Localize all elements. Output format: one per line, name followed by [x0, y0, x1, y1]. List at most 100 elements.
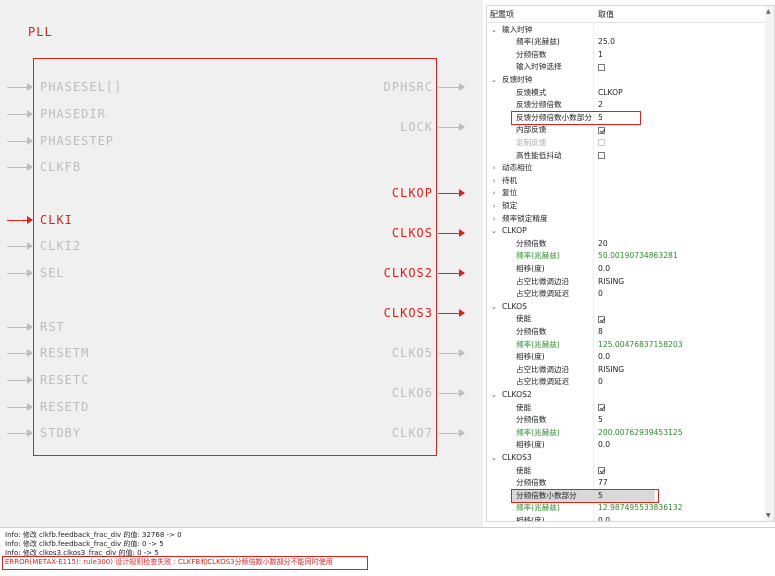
output-port-clko6[interactable]: CLKO6 [391, 386, 433, 400]
property-value[interactable]: 0 [598, 289, 603, 299]
pll-block[interactable] [33, 58, 437, 456]
property-value[interactable]: 0 [598, 377, 603, 387]
checkbox[interactable] [598, 404, 605, 411]
output-port-clko5[interactable]: CLKO5 [391, 346, 433, 360]
input-port-rst[interactable]: RST [40, 320, 65, 334]
output-port-lock[interactable]: LOCK [400, 120, 433, 134]
property-group[interactable]: ›锁定 [487, 200, 766, 213]
property-value[interactable]: CLKOP [598, 87, 623, 97]
input-port-stdby[interactable]: STDBY [40, 426, 82, 440]
chevron-down-icon[interactable]: ⌄ [491, 390, 497, 399]
input-port-resetc[interactable]: RESETC [40, 373, 90, 387]
property-group[interactable]: ⌄CLKOS [487, 301, 766, 314]
property-row[interactable]: 频率(兆赫兹)25.0 [487, 36, 766, 49]
chevron-right-icon[interactable]: › [492, 164, 496, 173]
property-group[interactable]: ›频率锁定精度 [487, 213, 766, 226]
checkbox[interactable] [598, 126, 605, 134]
property-value[interactable]: 125.00476837158203 [598, 339, 683, 349]
property-group[interactable]: ›复位 [487, 187, 766, 200]
chevron-right-icon[interactable]: › [492, 201, 496, 210]
property-value[interactable]: RISING [598, 276, 625, 286]
property-row[interactable]: 频率(兆赫兹)125.00476837158203 [487, 339, 766, 352]
property-value[interactable]: 0.0 [598, 352, 611, 362]
property-row[interactable]: 相移(度)0.0 [487, 439, 766, 452]
property-value[interactable]: 200.00762939453125 [598, 427, 683, 437]
property-value[interactable]: 0.0 [598, 515, 611, 522]
property-value[interactable]: 77 [598, 478, 608, 488]
chevron-down-icon[interactable]: ⌄ [491, 302, 497, 311]
chevron-down-icon[interactable]: ⌄ [491, 227, 497, 236]
property-row[interactable]: 使能 [487, 465, 766, 478]
property-value[interactable]: 12.987495533836132 [598, 503, 683, 513]
property-row[interactable]: 使能 [487, 402, 766, 415]
property-value[interactable]: 5 [598, 415, 603, 425]
property-value[interactable]: 8 [598, 326, 603, 336]
property-row[interactable]: 高性能低抖动 [487, 150, 766, 163]
property-value[interactable]: 0.0 [598, 440, 611, 450]
property-row[interactable]: 输入时钟选择 [487, 61, 766, 74]
scroll-up-icon[interactable]: ▲ [766, 8, 771, 15]
output-port-clkos2[interactable]: CLKOS2 [383, 266, 433, 280]
chevron-right-icon[interactable]: › [492, 214, 496, 223]
property-row[interactable]: 相移(度)0.0 [487, 515, 766, 522]
input-port-phasedir[interactable]: PHASEDIR [40, 107, 106, 121]
property-value[interactable]: 25.0 [598, 37, 615, 47]
log-console[interactable]: Info: 修改 clkfb.feedback_frac_div 的值: 327… [0, 527, 775, 576]
property-group[interactable]: ⌄反馈时钟 [487, 74, 766, 87]
input-port-clki[interactable]: CLKI [40, 213, 73, 227]
property-row[interactable]: 内部反馈 [487, 124, 766, 137]
output-port-clkop[interactable]: CLKOP [391, 186, 433, 200]
output-port-clkos3[interactable]: CLKOS3 [383, 306, 433, 320]
input-port-phasesel[interactable]: PHASESEL[] [40, 80, 123, 94]
input-port-sel[interactable]: SEL [40, 266, 65, 280]
chevron-down-icon[interactable]: ⌄ [491, 25, 497, 34]
chevron-down-icon[interactable]: ⌄ [491, 453, 497, 462]
property-value[interactable]: 0.0 [598, 263, 611, 273]
property-row[interactable]: 频率(兆赫兹)200.00762939453125 [487, 427, 766, 440]
input-port-clki2[interactable]: CLKI2 [40, 239, 82, 253]
input-port-resetm[interactable]: RESETM [40, 346, 90, 360]
input-port-resetd[interactable]: RESETD [40, 400, 90, 414]
property-row[interactable]: 频率(兆赫兹)12.987495533836132 [487, 502, 766, 515]
property-value[interactable]: 5 [598, 490, 603, 500]
output-port-clko7[interactable]: CLKO7 [391, 426, 433, 440]
property-value[interactable]: 5 [598, 112, 603, 122]
output-port-dphsrc[interactable]: DPHSRC [383, 80, 433, 94]
property-value[interactable]: RISING [598, 364, 625, 374]
property-group[interactable]: ›动态相位 [487, 162, 766, 175]
checkbox[interactable] [598, 152, 605, 159]
chevron-right-icon[interactable]: › [492, 176, 496, 185]
checkbox[interactable] [598, 467, 605, 474]
property-value[interactable]: 50.00190734863281 [598, 251, 678, 261]
property-value[interactable]: 2 [598, 100, 603, 110]
output-port-clkos[interactable]: CLKOS [391, 226, 433, 240]
property-row[interactable]: 频率(兆赫兹)50.00190734863281 [487, 250, 766, 263]
vertical-scrollbar[interactable]: ▲ ▼ [765, 6, 774, 521]
checkbox[interactable] [598, 315, 605, 323]
property-value[interactable]: 1 [598, 49, 603, 59]
property-group[interactable]: ⌄CLKOS2 [487, 389, 766, 402]
chevron-right-icon[interactable]: › [492, 189, 496, 198]
property-group[interactable]: ⌄CLKOP [487, 225, 766, 238]
input-port-phasestep[interactable]: PHASESTEP [40, 134, 115, 148]
scroll-down-icon[interactable]: ▼ [766, 512, 771, 519]
property-group[interactable]: ⌄CLKOS3 [487, 452, 766, 465]
property-value[interactable]: 20 [598, 238, 608, 248]
chevron-down-icon[interactable]: ⌄ [491, 75, 497, 84]
checkbox[interactable] [598, 63, 605, 71]
property-row[interactable]: 相移(度)0.0 [487, 351, 766, 364]
property-group[interactable]: ⌄输入时钟 [487, 24, 766, 37]
